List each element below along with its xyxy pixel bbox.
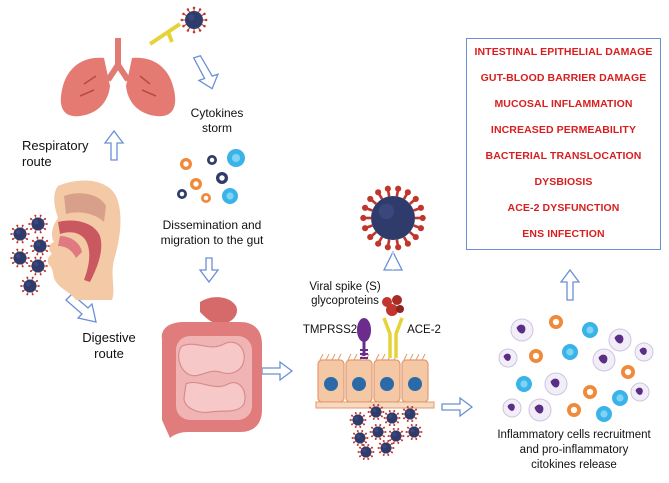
effect-item: ACE-2 DYSFUNCTION — [507, 202, 620, 214]
virus-particle — [360, 185, 426, 251]
virus-particle — [387, 427, 405, 445]
virus-particle — [357, 443, 375, 461]
cytokine-particle — [562, 344, 578, 360]
virus-particle — [349, 411, 367, 429]
cytokine-particle — [621, 365, 635, 379]
cytokine-particle — [216, 172, 228, 184]
label-respiratory-route: Respiratory route — [22, 138, 89, 169]
cytokine-particle — [612, 390, 628, 406]
cytokine-particle — [529, 349, 543, 363]
immune-cell-icon — [592, 348, 616, 372]
virus-particle — [30, 236, 50, 256]
effect-item: INCREASED PERMEABILITY — [490, 124, 637, 136]
cytokine-particle — [222, 188, 238, 204]
virus-particle — [20, 276, 40, 296]
epithelial-cell — [373, 353, 401, 403]
immune-cell-icon — [544, 372, 568, 396]
label-digestive-route: Digestive route — [82, 330, 136, 361]
label-ace2: ACE-2 — [407, 324, 441, 336]
cytokine-particle — [177, 189, 187, 199]
cytokine-particle — [567, 403, 581, 417]
immune-cell-icon — [608, 328, 632, 352]
epithelial-cell — [401, 353, 429, 403]
cytokine-particle — [190, 178, 202, 190]
effects-box: INTESTINAL EPITHELIAL DAMAGE GUT-BLOOD B… — [466, 38, 661, 250]
cytokine-particle — [516, 376, 532, 392]
virus-particle — [377, 439, 395, 457]
cytokine-particle — [180, 158, 192, 170]
effect-item: INTESTINAL EPITHELIAL DAMAGE — [474, 46, 653, 58]
effect-item: DYSBIOSIS — [534, 176, 593, 188]
immune-cell-icon — [498, 348, 518, 368]
epithelial-cell — [345, 353, 373, 403]
label-inflammatory: Inflammatory cells recruitment and pro-i… — [497, 429, 651, 471]
immune-cell-icon — [528, 398, 552, 422]
virus-particle — [28, 214, 48, 234]
virus-particle — [383, 409, 401, 427]
effect-item: ENS INFECTION — [522, 228, 605, 240]
virus-particle — [351, 429, 369, 447]
label-tmprss2: TMPRSS2 — [302, 324, 358, 336]
virus-particle — [28, 256, 48, 276]
cytokine-particle — [207, 155, 217, 165]
cytokine-particle — [583, 385, 597, 399]
virus-particle — [401, 405, 419, 423]
immune-cell-icon — [634, 342, 654, 362]
cytokine-particle — [582, 322, 598, 338]
immune-cell-icon — [630, 382, 650, 402]
virus-particle — [10, 224, 30, 244]
virus-particle — [405, 423, 423, 441]
virus-particle — [369, 423, 387, 441]
label-cytokines-storm: Cytokines storm — [190, 106, 244, 135]
immune-cell-icon — [510, 318, 534, 342]
effect-item: GUT-BLOOD BARRIER DAMAGE — [480, 72, 647, 84]
cytokine-particle — [549, 315, 563, 329]
virus-particle — [10, 248, 30, 268]
virus-particle — [180, 6, 208, 34]
cytokine-particle — [227, 149, 245, 167]
immune-cell-icon — [502, 398, 522, 418]
cytokine-particle — [201, 193, 211, 203]
effect-item: MUCOSAL INFLAMMATION — [494, 98, 633, 110]
effect-item: BACTERIAL TRANSLOCATION — [485, 150, 642, 162]
label-dissemination: Dissemination and migration to the gut — [160, 218, 264, 247]
virus-particle — [367, 403, 385, 421]
label-viral-spike: Viral spike (S) glycoproteins — [309, 281, 381, 307]
cytokine-particle — [596, 406, 612, 422]
